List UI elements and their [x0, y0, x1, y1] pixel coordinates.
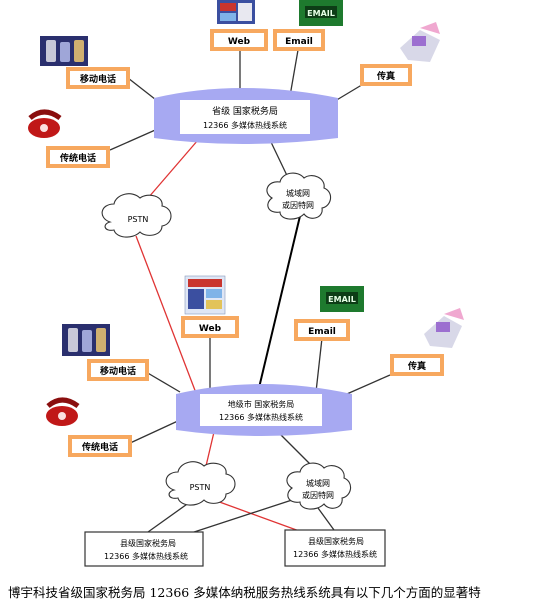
fax-machine-icon — [400, 22, 440, 62]
cloud-label: PSTN — [128, 215, 149, 224]
label-text: 传统电话 — [59, 152, 96, 164]
web-page-icon — [217, 0, 255, 24]
link-pstn-right — [213, 499, 303, 533]
telephone-icon — [28, 109, 62, 138]
label-text: Web — [199, 324, 222, 334]
link-pstn-left — [147, 501, 191, 533]
email-picture-icon: EMAIL — [320, 286, 364, 312]
cloud-label: PSTN — [190, 483, 211, 492]
hub-title: 地级市 国家税务局 — [228, 399, 295, 409]
label-text: Email — [285, 37, 313, 47]
email-picture-text: EMAIL — [328, 295, 356, 304]
label-phone-middle: 传统电话 — [68, 435, 132, 457]
county-box-left: 县级国家税务局 12366 多媒体热线系统 — [84, 531, 204, 567]
label-mobile-middle: 移动电话 — [87, 359, 149, 381]
label-fax-middle: 传真 — [390, 354, 444, 376]
label-text: 传统电话 — [81, 441, 118, 453]
hub-subtitle: 12366 多媒体热线系统 — [203, 120, 287, 130]
label-web-middle: Web — [181, 316, 239, 338]
county-box-frame — [84, 531, 204, 567]
link-net-right — [317, 507, 335, 531]
fax-machine-icon — [424, 308, 464, 348]
cloud-net-top: 城域网 或因特网 — [266, 172, 332, 220]
label-email-top: Email — [273, 29, 325, 51]
cloud-label-line1: 城域网 — [306, 478, 330, 488]
hub-label-box — [180, 100, 310, 134]
link-top-pstn — [141, 139, 199, 206]
cloud-label-line2: 或因特网 — [282, 200, 314, 210]
county-box-frame — [284, 529, 386, 567]
county-box-right: 县级国家税务局 12366 多媒体热线系统 — [284, 529, 386, 567]
cloud-pstn-top: PSTN — [101, 193, 172, 238]
link-mid-email — [315, 337, 323, 393]
cloud-label-line2: 或因特网 — [302, 490, 334, 500]
cloud-net-bottom: 城域网 或因特网 — [286, 462, 352, 510]
hub-subtitle: 12366 多媒体热线系统 — [219, 412, 303, 422]
link-mid-mobile — [145, 371, 181, 393]
label-text: 移动电话 — [80, 73, 116, 85]
label-phone-top: 传统电话 — [46, 146, 110, 168]
link-top-email — [289, 49, 299, 97]
connections — [109, 49, 391, 535]
label-text: 移动电话 — [100, 365, 136, 377]
label-text: Web — [228, 37, 251, 47]
mobile-phone-icon — [40, 36, 88, 66]
hub-city: 地级市 国家税务局 12366 多媒体热线系统 — [176, 384, 352, 436]
link-pstn-middle — [135, 235, 197, 394]
label-text: 传真 — [407, 360, 426, 372]
link-net-left — [187, 499, 293, 535]
cloud-label-line1: 城域网 — [286, 188, 310, 198]
hub-title: 省级 国家税务局 — [212, 105, 278, 117]
label-text: 传真 — [376, 70, 395, 82]
county-box-subtitle: 12366 多媒体热线系统 — [104, 551, 188, 561]
link-mid-pstn — [205, 431, 215, 467]
label-mobile-top: 移动电话 — [66, 67, 130, 89]
label-text: Email — [308, 327, 336, 337]
hub-provincial: 省级 国家税务局 12366 多媒体热线系统 — [154, 88, 338, 144]
cloud-shape — [165, 461, 236, 506]
caption-text: 博宇科技省级国家税务局 12366 多媒体纳税服务热线系统具有以下几个方面的显著… — [8, 585, 481, 600]
county-box-title: 县级国家税务局 — [308, 536, 364, 546]
label-web-top: Web — [210, 29, 268, 51]
cloud-shape — [286, 462, 352, 510]
county-box-title: 县级国家税务局 — [120, 538, 176, 548]
hub-label-box — [200, 394, 322, 426]
web-page-icon — [184, 275, 226, 315]
cloud-shape — [266, 172, 332, 220]
link-top-phone — [109, 126, 163, 151]
email-picture-icon: EMAIL — [299, 0, 343, 26]
link-mid-phone — [127, 419, 181, 445]
label-email-middle: Email — [294, 319, 350, 341]
email-picture-text: EMAIL — [307, 9, 335, 18]
link-net-middle — [257, 215, 301, 393]
county-box-subtitle: 12366 多媒体热线系统 — [293, 549, 377, 559]
mobile-phone-icon — [62, 324, 110, 356]
label-fax-top: 传真 — [360, 64, 412, 86]
cloud-shape — [101, 193, 172, 238]
telephone-icon — [46, 397, 80, 426]
cloud-pstn-bottom: PSTN — [165, 461, 236, 506]
